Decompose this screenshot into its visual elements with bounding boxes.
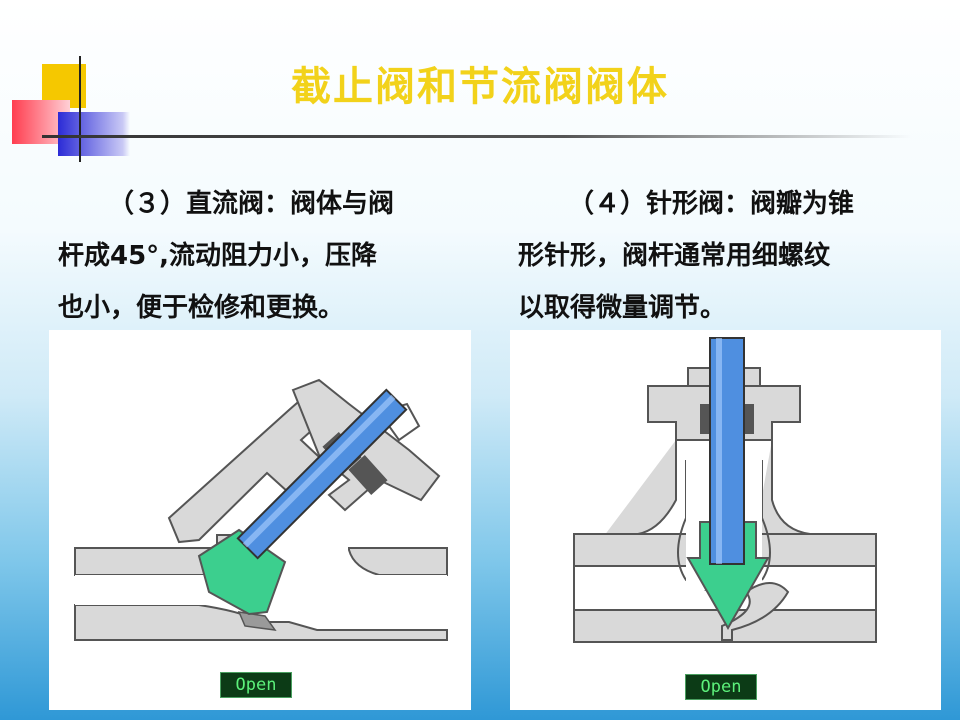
y-pattern-valve-panel: Open — [49, 330, 471, 710]
y-pattern-globe-valve-icon — [74, 378, 448, 641]
open-button[interactable]: Open — [220, 672, 292, 698]
section-4-line-3: 以取得微量调节。 — [518, 293, 727, 323]
section-3-line-3: 也小，便于检修和更换。 — [58, 293, 345, 323]
open-button[interactable]: Open — [685, 674, 757, 700]
section-4-line-2: 形针形，阀杆通常用细螺纹 — [518, 241, 831, 271]
section-3-line-1: （３）直流阀：阀体与阀 — [108, 189, 395, 219]
section-4-text: （４）针形阀：阀瓣为锥 形针形，阀杆通常用细螺纹 以取得微量调节。 — [518, 178, 938, 334]
section-4-line-1: （４）针形阀：阀瓣为锥 — [568, 189, 855, 219]
needle-valve-icon — [573, 337, 877, 643]
section-3-text: （３）直流阀：阀体与阀 杆成45°,流动阻力小，压降 也小，便于检修和更换。 — [58, 178, 478, 334]
section-3-line-2: 杆成45°,流动阻力小，压降 — [58, 241, 378, 271]
corner-blue-square — [58, 112, 130, 156]
title-underline — [42, 135, 912, 138]
page-title: 截止阀和节流阀阀体 — [291, 64, 669, 110]
corner-vertical-line — [79, 56, 81, 162]
needle-valve-panel: Open — [510, 330, 941, 710]
